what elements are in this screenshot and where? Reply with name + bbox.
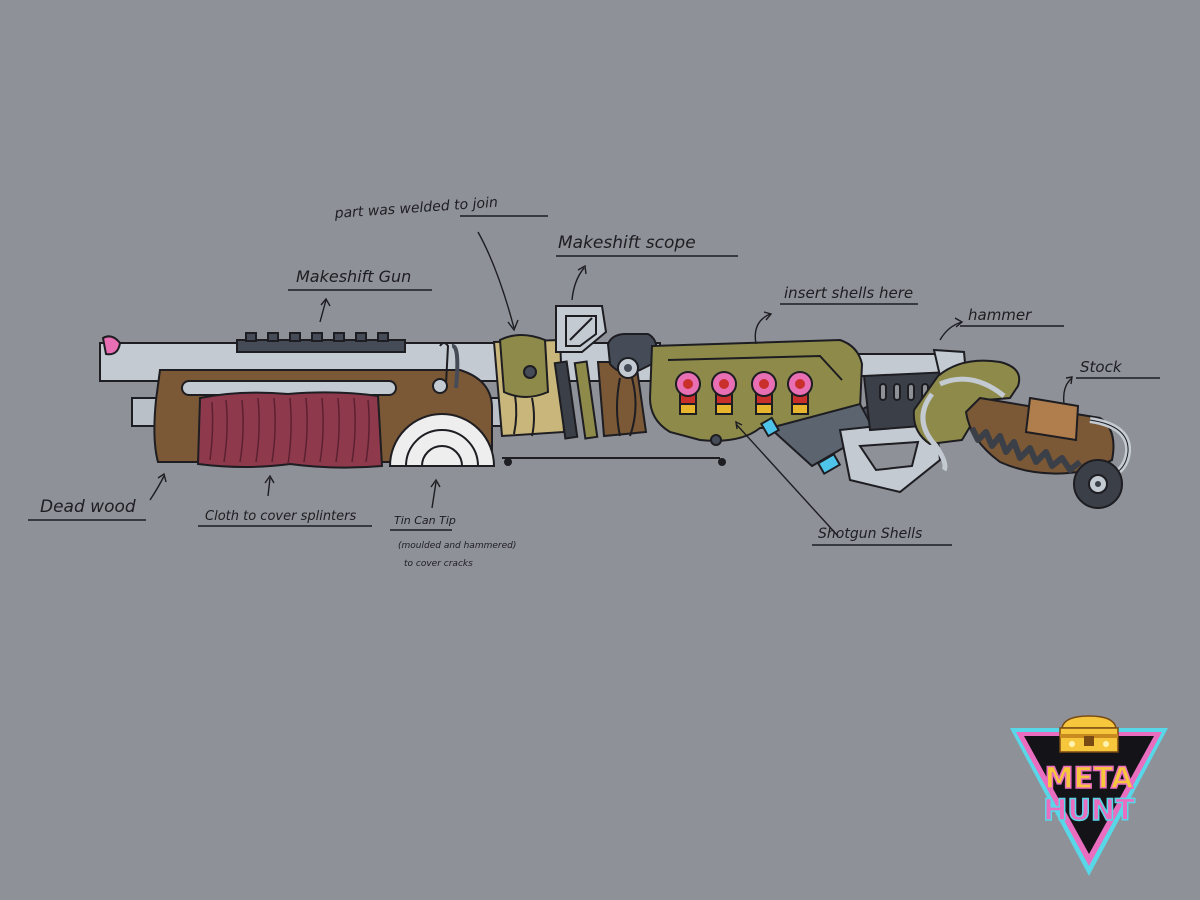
tin-can-tip bbox=[388, 413, 496, 467]
annotation-shotgun-shells: Shotgun Shells bbox=[818, 526, 922, 542]
shotgun-illustration bbox=[99, 305, 1132, 509]
pouch bbox=[498, 334, 550, 398]
cyan-clip bbox=[759, 416, 781, 438]
rail-teeth bbox=[245, 332, 389, 342]
stock-patch bbox=[1024, 396, 1080, 442]
annotation-makeshift-gun: Makeshift Gun bbox=[296, 267, 411, 286]
meta-hunt-logo: META HUNT bbox=[1010, 715, 1168, 876]
forend-slot bbox=[181, 380, 397, 396]
cloth-wrap bbox=[196, 391, 384, 469]
annotation-dead-wood: Dead wood bbox=[40, 497, 136, 517]
front-sight bbox=[101, 335, 122, 356]
logo-text-hunt: HUNT bbox=[1043, 793, 1135, 827]
annotation-tin-can: Tin Can Tip bbox=[394, 514, 456, 527]
makeshift-scope bbox=[555, 305, 658, 437]
shotgun-shells bbox=[675, 371, 813, 415]
annotation-cloth: Cloth to cover splinters bbox=[205, 509, 356, 524]
annotations: part was welded to join Makeshift scope … bbox=[40, 195, 1123, 569]
annotation-insert-shells: insert shells here bbox=[784, 284, 913, 302]
annotation-leaders bbox=[28, 215, 1160, 546]
treasure-chest-icon bbox=[1059, 715, 1119, 753]
top-rail bbox=[236, 339, 406, 353]
forend-screw bbox=[432, 378, 448, 394]
annotation-tin-can-detail: (moulded and hammered) bbox=[398, 541, 516, 551]
annotation-weld: part was welded to join bbox=[333, 195, 498, 222]
logo-text-meta: META bbox=[1045, 761, 1134, 795]
annotation-hammer: hammer bbox=[968, 306, 1032, 324]
annotation-tin-can-purpose: to cover cracks bbox=[404, 559, 473, 569]
annotation-scope: Makeshift scope bbox=[558, 233, 696, 253]
annotation-stock: Stock bbox=[1080, 358, 1123, 376]
